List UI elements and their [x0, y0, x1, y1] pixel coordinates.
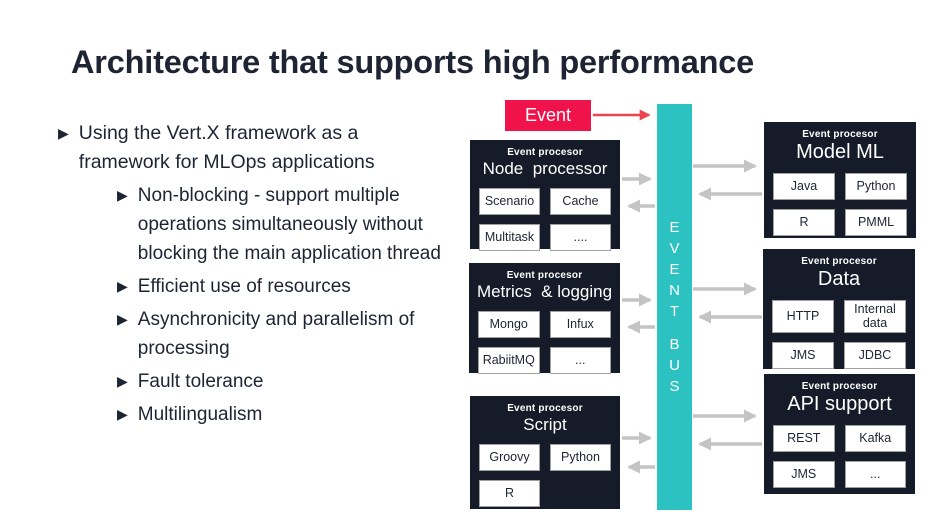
processor-box-model-ml: Event procesor Model ML Java Python R PM… [764, 122, 916, 238]
processor-title: API support [787, 393, 892, 415]
processor-item: JMS [772, 341, 834, 369]
processor-item: Mongo [478, 311, 540, 338]
processor-item: Scenario [479, 188, 540, 215]
processor-item: PMML [845, 209, 907, 236]
processor-items: REST Kafka JMS ... [764, 416, 915, 488]
processor-title: Data [817, 268, 861, 290]
bullet-item-level1: ▶ Using the Vert.X framework as a framew… [58, 119, 468, 177]
processor-item: R [773, 209, 835, 236]
bullet-text: Non-blocking - support multiple operatio… [137, 185, 441, 264]
processor-items: Java Python R PMML [764, 164, 916, 236]
processor-item: HTTP [772, 300, 834, 333]
event-label-box: Event [505, 100, 591, 131]
processor-title: Metrics & logging [476, 282, 613, 301]
processor-box-data: Event procesor Data HTTP Internal data J… [763, 249, 915, 369]
processor-box-metrics: Event procesor Metrics & logging Mongo I… [469, 263, 620, 374]
bullet-item: ▶ Non-blocking - support multiple operat… [117, 181, 468, 268]
processor-item: Java [773, 173, 835, 200]
triangle-bullet-icon: ▶ [117, 406, 128, 422]
bullet-text: Using the Vert.X framework as a framewor… [78, 122, 375, 173]
bullet-text: Multilingualism [137, 404, 263, 425]
event-label: Event [524, 105, 572, 125]
processor-item: Kafka [844, 425, 906, 452]
processor-item: Python [550, 444, 611, 471]
processor-item: JMS [773, 461, 835, 488]
triangle-bullet-icon: ▶ [117, 373, 128, 389]
processor-header: Event procesor [801, 256, 877, 267]
triangle-bullet-icon: ▶ [117, 311, 128, 327]
event-bus-word-event: EVENT [669, 219, 680, 320]
processor-title: Script [523, 415, 567, 434]
event-bus-bar: EVENT BUS [657, 104, 692, 510]
bullet-item: ▶ Multilingualism [117, 400, 468, 429]
processor-title: Node processor [482, 159, 608, 178]
processor-item: Multitask [479, 224, 540, 251]
processor-item: ... [844, 461, 906, 488]
processor-item: ... [549, 347, 611, 374]
processor-item: R [479, 480, 540, 507]
slide-title: Architecture that supports high performa… [71, 44, 755, 80]
processor-items: Scenario Cache Multitask .... [470, 179, 620, 251]
processor-item: JDBC [844, 341, 906, 369]
processor-items: HTTP Internal data JMS JDBC [763, 291, 915, 369]
bullet-item: ▶ Fault tolerance [117, 367, 468, 396]
processor-item: REST [773, 425, 835, 452]
processor-box-node: Event procesor Node processor Scenario C… [470, 140, 620, 251]
processor-title: Model ML [796, 141, 884, 163]
triangle-bullet-icon: ▶ [58, 125, 69, 141]
triangle-bullet-icon: ▶ [117, 278, 128, 294]
processor-header: Event procesor [801, 381, 878, 392]
processor-item: .... [550, 224, 611, 251]
bullet-text: Fault tolerance [137, 371, 264, 392]
processor-box-script: Event procesor Script Groovy Python R [470, 396, 620, 509]
processor-header: Event procesor [507, 403, 583, 414]
processor-header: Event procesor [506, 270, 583, 281]
bullet-item: ▶ Efficient use of resources [117, 272, 468, 301]
triangle-bullet-icon: ▶ [117, 187, 128, 203]
processor-item: Cache [550, 188, 611, 215]
processor-item: Groovy [479, 444, 540, 471]
bullet-item: ▶ Asynchronicity and parallelism of proc… [117, 305, 468, 363]
processor-items: Groovy Python R [470, 435, 620, 507]
processor-item: Internal data [844, 300, 906, 333]
processor-item: Infux [549, 311, 611, 338]
bullet-text: Asynchronicity and parallelism of proces… [137, 309, 415, 359]
processor-header: Event procesor [507, 147, 583, 158]
processor-header: Event procesor [802, 129, 878, 140]
bullet-list: ▶ Using the Vert.X framework as a framew… [58, 119, 468, 433]
bullet-sublist: ▶ Non-blocking - support multiple operat… [117, 181, 468, 429]
bullet-text: Efficient use of resources [137, 276, 351, 297]
processor-item: RabiitMQ [478, 347, 540, 374]
processor-item: Python [845, 173, 907, 200]
processor-box-api-support: Event procesor API support REST Kafka JM… [764, 374, 915, 494]
event-bus-word-bus: BUS [669, 336, 680, 395]
processor-items: Mongo Infux RabiitMQ ... [469, 302, 620, 374]
